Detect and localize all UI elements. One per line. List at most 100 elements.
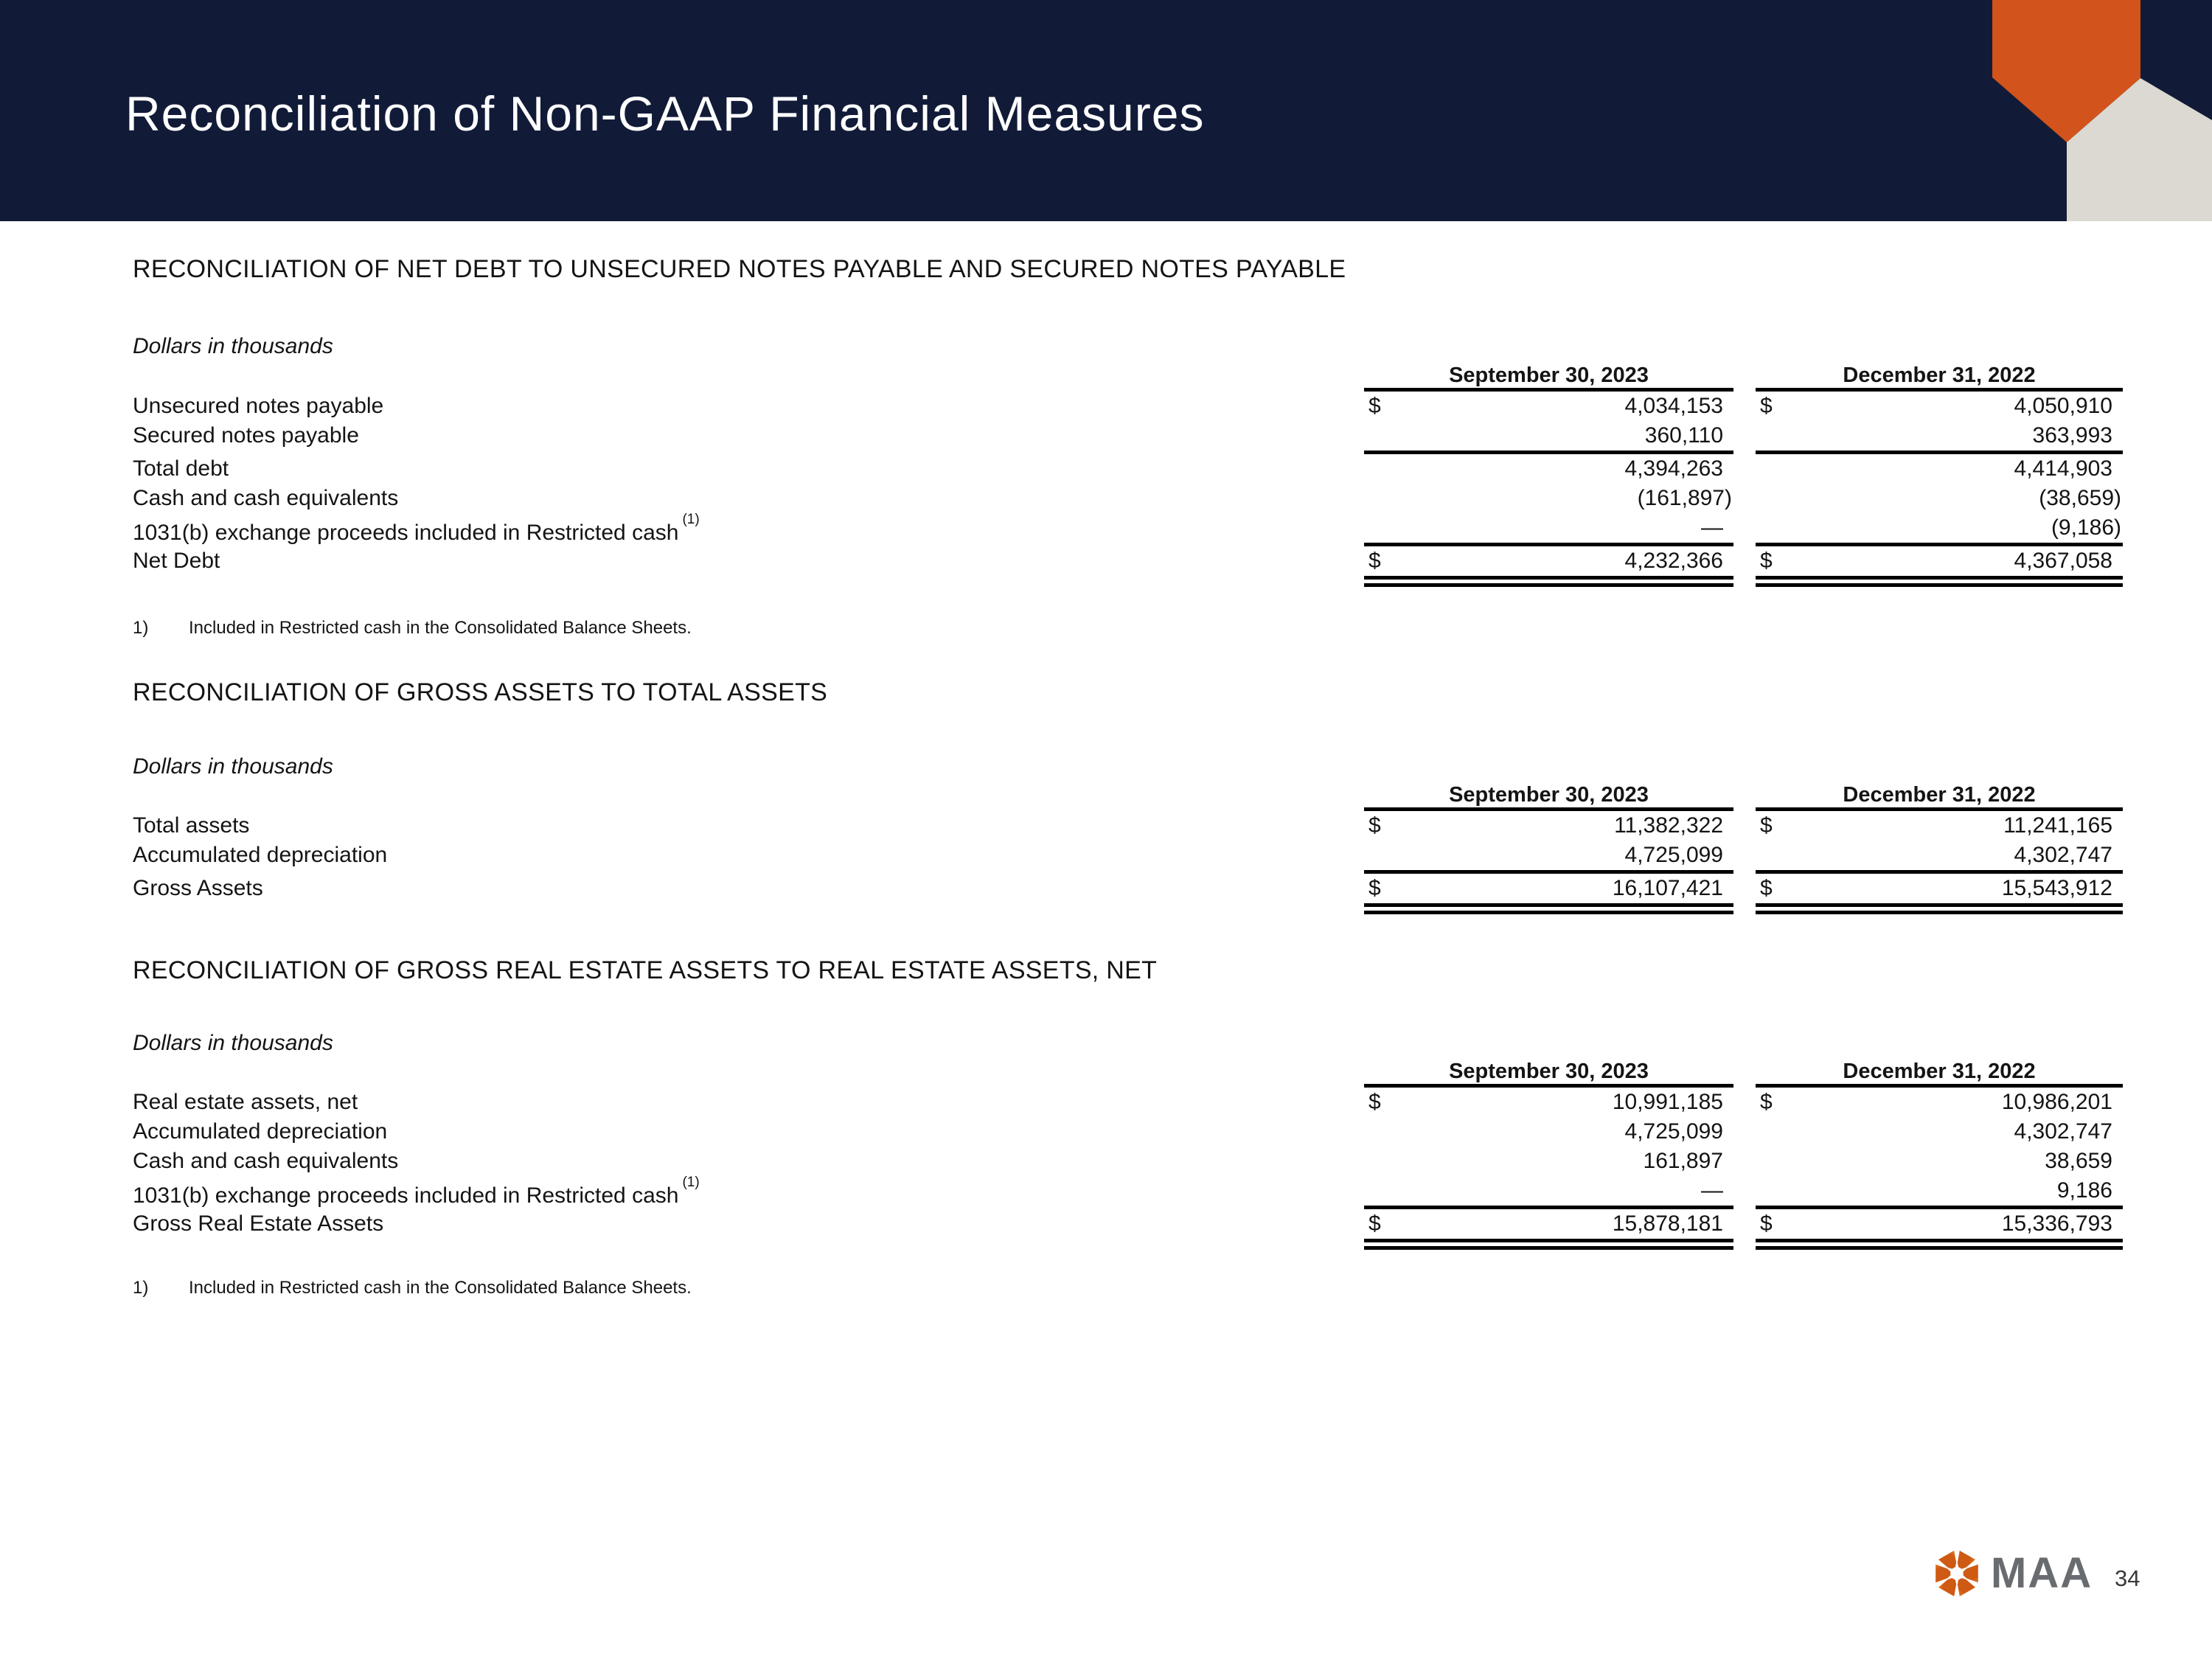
units-note: Dollars in thousands <box>133 334 333 358</box>
header-band <box>0 0 2212 221</box>
amount: 4,725,099 <box>1624 1119 1723 1144</box>
page-number: 34 <box>2115 1565 2140 1591</box>
table-row: Accumulated depreciation 4,725,099 4,302… <box>133 1117 2123 1147</box>
column-gap <box>1733 841 1756 874</box>
row-label: 1031(b) exchange proceeds included in Re… <box>133 512 700 545</box>
footnote: 1) Included in Restricted cash in the Co… <box>133 618 692 639</box>
currency-symbol: $ <box>1760 1211 1773 1236</box>
value-cell: $11,382,322 <box>1364 811 1733 841</box>
currency-symbol: $ <box>1368 1211 1381 1236</box>
row-label: Accumulated depreciation <box>133 843 388 867</box>
logo-wordmark: MAA <box>1991 1549 2093 1597</box>
section-heading: RECONCILIATION OF GROSS REAL ESTATE ASSE… <box>133 956 1158 984</box>
column-gap <box>1733 513 1756 546</box>
amount: 16,107,421 <box>1612 876 1723 900</box>
column-header: September 30, 2023 <box>1364 1060 1733 1088</box>
value-cell: 4,394,263 <box>1364 454 1733 484</box>
amount: 4,302,747 <box>2014 843 2112 867</box>
table-row: Real estate assets, net $10,991,185 $10,… <box>133 1088 2123 1117</box>
value-cell: (9,186) <box>1756 513 2123 546</box>
column-gap <box>1733 1176 1756 1209</box>
column-gap <box>1733 1060 1756 1088</box>
table-header-row: September 30, 2023 December 31, 2022 <box>133 1060 2123 1088</box>
row-label: Gross Assets <box>133 876 263 900</box>
value-cell: 9,186 <box>1756 1176 2123 1209</box>
table-row: Unsecured notes payable $4,034,153 $4,05… <box>133 392 2123 421</box>
maa-starburst-icon <box>1935 1550 1978 1597</box>
value-cell: $10,991,185 <box>1364 1088 1733 1117</box>
maa-logo: MAA <box>1930 1545 2093 1601</box>
header-spacer <box>133 1060 1364 1088</box>
value-cell: — <box>1364 1176 1733 1209</box>
amount: 4,034,153 <box>1624 394 1723 418</box>
footnote: 1) Included in Restricted cash in the Co… <box>133 1278 692 1298</box>
header-spacer <box>133 364 1364 392</box>
currency-symbol: $ <box>1760 813 1773 838</box>
row-label: Secured notes payable <box>133 423 359 448</box>
currency-symbol: $ <box>1368 813 1381 838</box>
value-cell: 4,302,747 <box>1756 1117 2123 1147</box>
table-row: Total debt 4,394,263 4,414,903 <box>133 454 2123 484</box>
column-gap <box>1733 1209 1756 1250</box>
amount: 15,878,181 <box>1612 1211 1723 1236</box>
value-cell: $4,034,153 <box>1364 392 1733 421</box>
amount: (9,186) <box>2051 515 2121 540</box>
amount: 4,394,263 <box>1624 456 1723 481</box>
value-cell: $4,232,366 <box>1364 546 1733 587</box>
table-gross-assets: September 30, 2023 December 31, 2022 Tot… <box>133 783 2123 914</box>
units-note: Dollars in thousands <box>133 754 333 779</box>
table-row-total: Gross Assets $16,107,421 $15,543,912 <box>133 874 2123 914</box>
amount: — <box>1701 1178 1723 1203</box>
column-gap <box>1733 546 1756 587</box>
amount: 15,336,793 <box>2001 1211 2112 1236</box>
table-row: Secured notes payable 360,110 363,993 <box>133 421 2123 454</box>
table-header-row: September 30, 2023 December 31, 2022 <box>133 364 2123 392</box>
section-heading: RECONCILIATION OF NET DEBT TO UNSECURED … <box>133 255 1346 283</box>
page-title: Reconciliation of Non-GAAP Financial Mea… <box>125 86 1205 141</box>
amount: 4,050,910 <box>2014 394 2112 418</box>
value-cell: 4,414,903 <box>1756 454 2123 484</box>
value-cell: $10,986,201 <box>1756 1088 2123 1117</box>
value-cell: 4,725,099 <box>1364 841 1733 874</box>
value-cell: 161,897 <box>1364 1147 1733 1176</box>
units-note: Dollars in thousands <box>133 1031 333 1055</box>
value-cell: $16,107,421 <box>1364 874 1733 914</box>
column-gap <box>1733 811 1756 841</box>
amount: 10,991,185 <box>1612 1090 1723 1114</box>
column-gap <box>1733 1147 1756 1176</box>
table-row-total: Net Debt $4,232,366 $4,367,058 <box>133 546 2123 587</box>
amount: 11,382,322 <box>1614 813 1723 838</box>
footnote-text: Included in Restricted cash in the Conso… <box>189 1278 692 1298</box>
currency-symbol: $ <box>1368 876 1381 900</box>
value-cell: $15,543,912 <box>1756 874 2123 914</box>
table-row: 1031(b) exchange proceeds included in Re… <box>133 512 2123 546</box>
currency-symbol: $ <box>1760 394 1773 418</box>
footnote-reference: (1) <box>682 512 700 527</box>
footnote-marker: 1) <box>133 618 149 638</box>
row-label: Cash and cash equivalents <box>133 486 399 510</box>
table-header-row: September 30, 2023 December 31, 2022 <box>133 783 2123 811</box>
gray-pentagon-shape <box>2067 78 2212 221</box>
row-label: Cash and cash equivalents <box>133 1149 399 1173</box>
currency-symbol: $ <box>1368 1090 1381 1114</box>
column-gap <box>1733 454 1756 484</box>
row-label: Total debt <box>133 456 229 481</box>
table-net-debt: September 30, 2023 December 31, 2022 Uns… <box>133 364 2123 587</box>
amount: 4,367,058 <box>2014 549 2112 573</box>
header-spacer <box>133 783 1364 811</box>
value-cell: 363,993 <box>1756 421 2123 454</box>
table-gross-real-estate-assets: September 30, 2023 December 31, 2022 Rea… <box>133 1060 2123 1250</box>
column-gap <box>1733 484 1756 513</box>
amount: 363,993 <box>2032 423 2112 448</box>
value-cell: (38,659) <box>1756 484 2123 513</box>
column-gap <box>1733 392 1756 421</box>
row-label: 1031(b) exchange proceeds included in Re… <box>133 1175 700 1208</box>
value-cell: 360,110 <box>1364 421 1733 454</box>
row-label: Net Debt <box>133 549 220 573</box>
footnote-text: Included in Restricted cash in the Conso… <box>189 618 692 638</box>
value-cell: (161,897) <box>1364 484 1733 513</box>
amount: 360,110 <box>1644 423 1723 448</box>
column-header: September 30, 2023 <box>1364 364 1733 392</box>
currency-symbol: $ <box>1760 876 1773 900</box>
